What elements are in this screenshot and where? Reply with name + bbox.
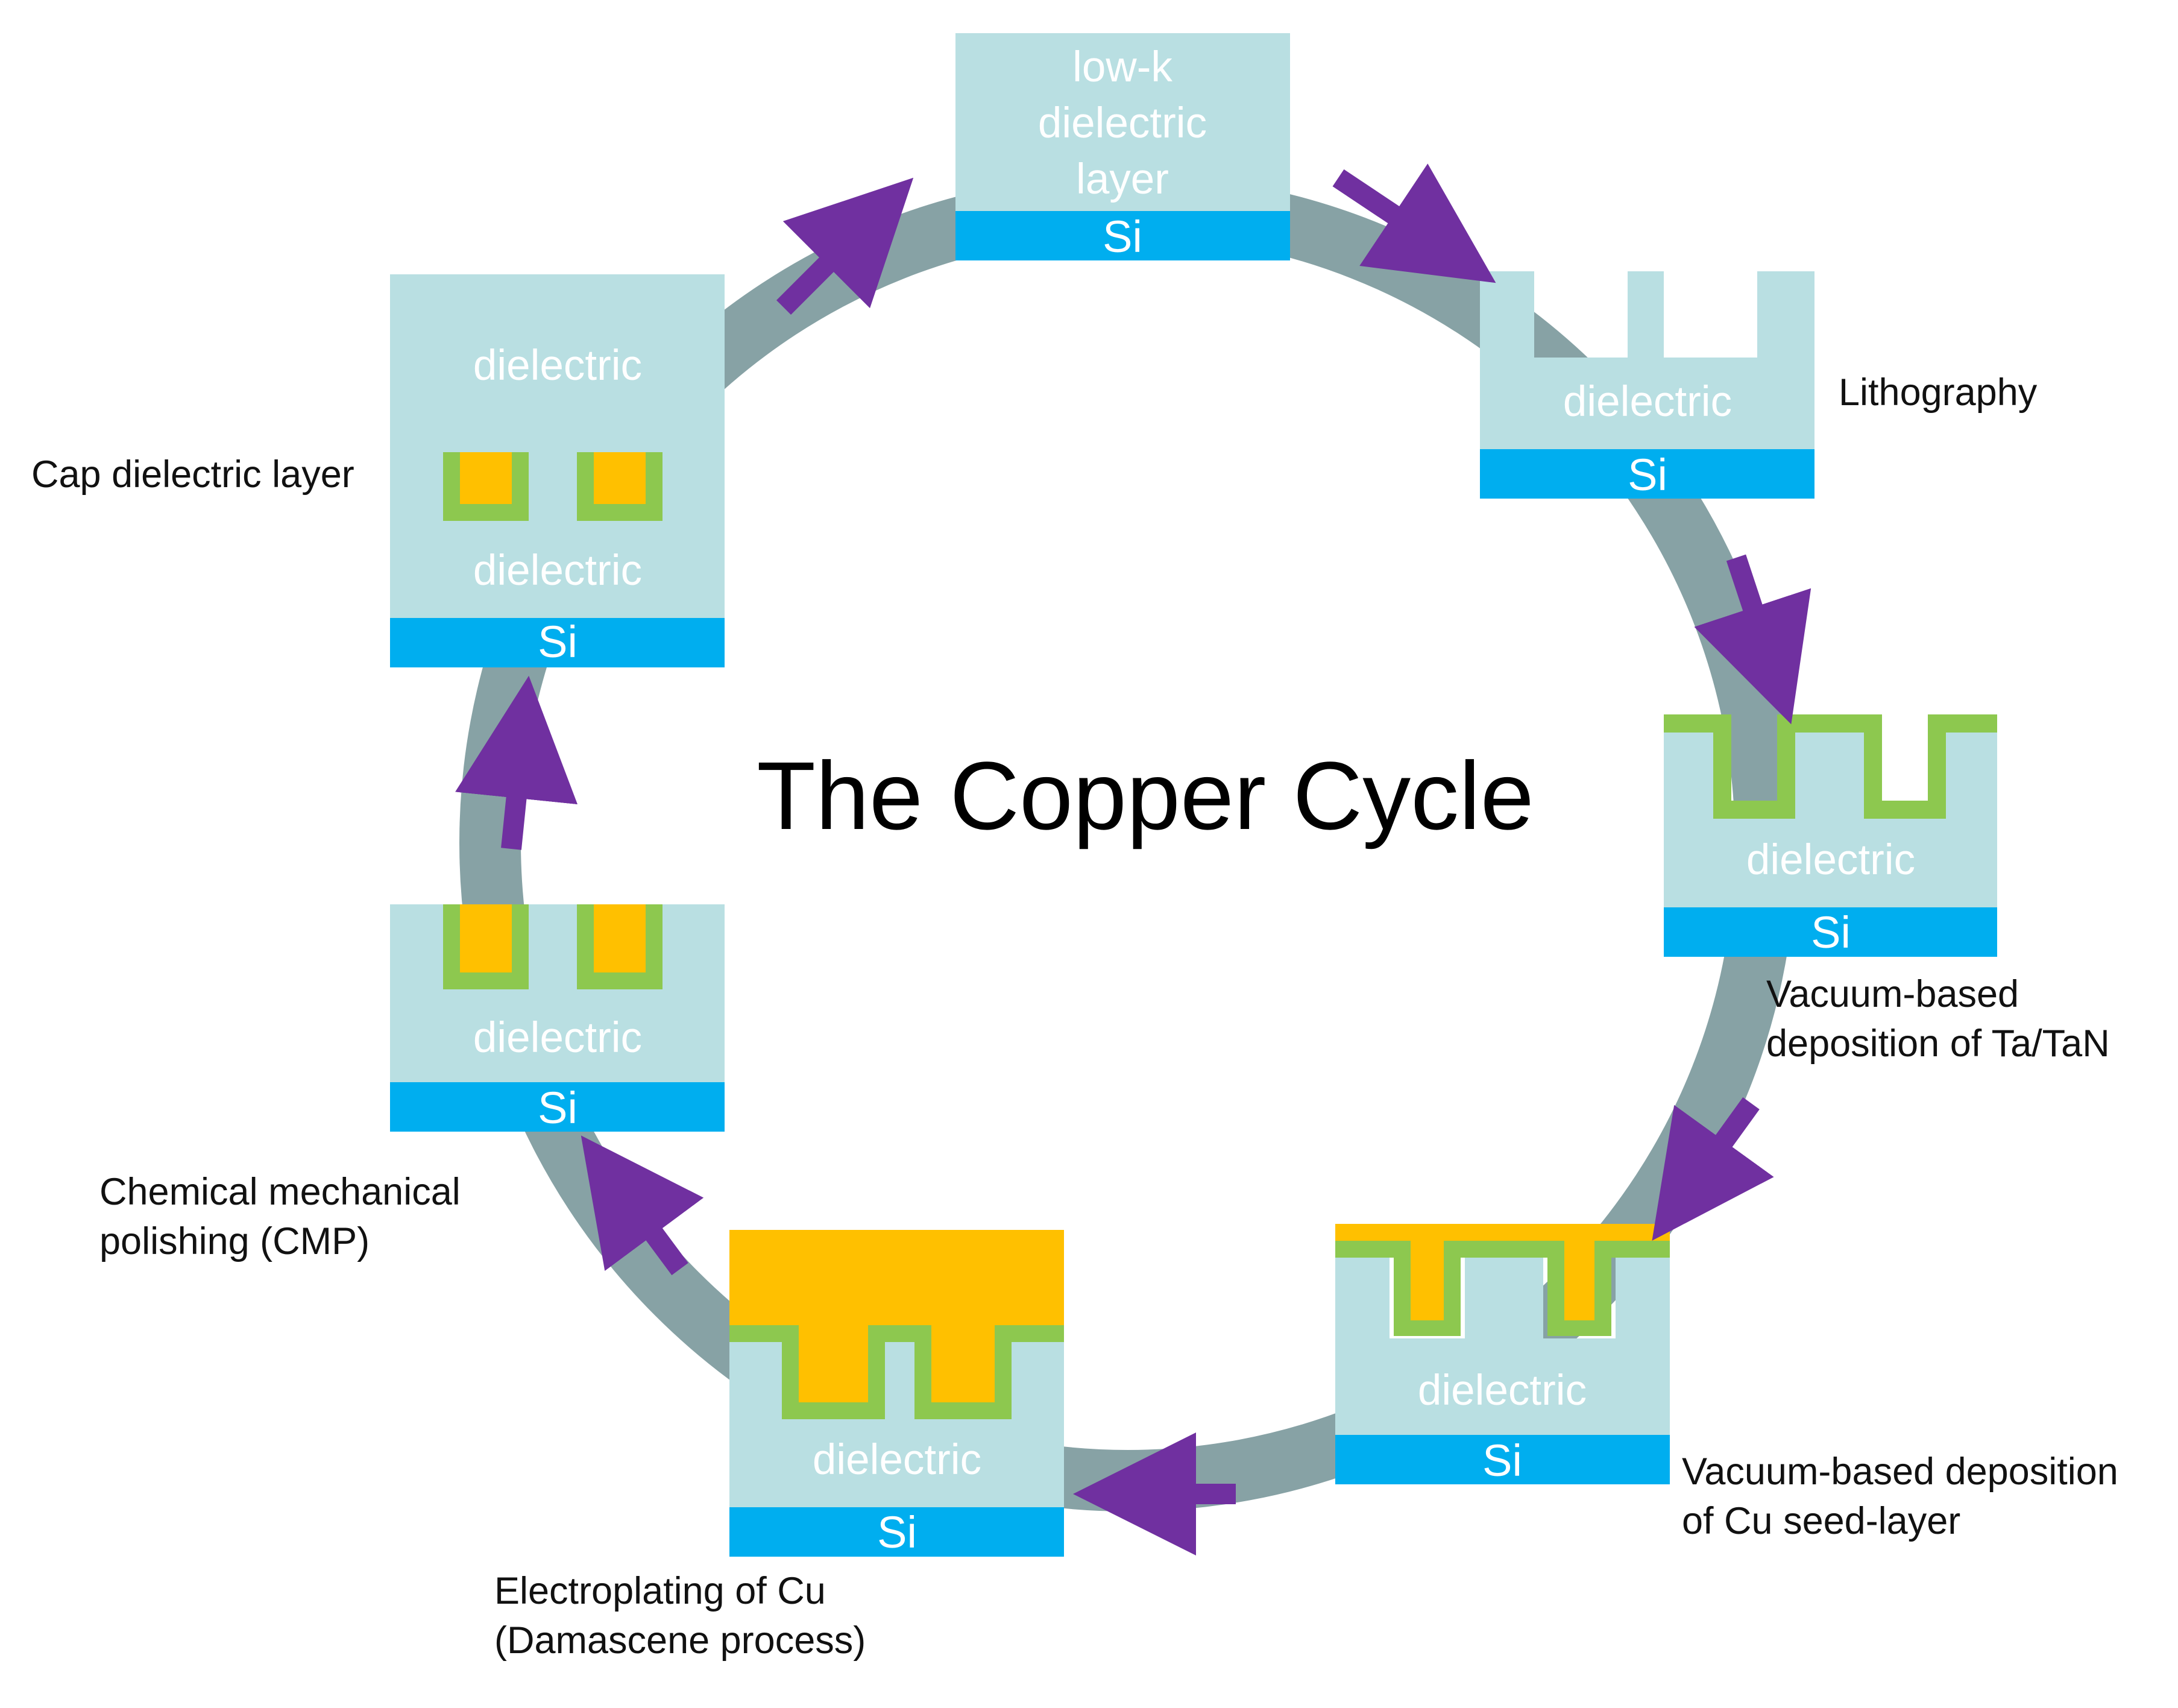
si-substrate [729, 1507, 1064, 1557]
cap-caption: Cap dielectric layer [31, 453, 354, 496]
barrier-liner-tatan [1664, 714, 1997, 819]
si-substrate [390, 1082, 725, 1132]
step-electroplating: dielectric Si Electroplating of Cu (Dama… [494, 1230, 1064, 1662]
step-lowk-dielectric: low-k dielectric layer Si [955, 33, 1290, 262]
si-label: Si [1628, 450, 1667, 500]
electroplating-caption-line1: Electroplating of Cu [494, 1570, 826, 1612]
copper-interconnect [460, 452, 512, 504]
si-substrate [1664, 907, 1997, 957]
seed-caption-line2: of Cu seed-layer [1682, 1500, 1960, 1542]
dielectric-label: dielectric [1746, 836, 1915, 884]
barrier-liner-tatan [729, 1325, 1064, 1419]
si-substrate [955, 211, 1290, 260]
si-label: Si [877, 1507, 917, 1557]
copper-interconnect [460, 904, 512, 972]
cmp-caption-line2: polishing (CMP) [99, 1220, 370, 1262]
patterned-dielectric [1335, 1230, 1670, 1435]
arrow-cmp-to-cap [455, 675, 578, 850]
arrow-lithography-to-tatan [1694, 554, 1811, 725]
si-label: Si [1103, 212, 1142, 262]
step-cu-seed-deposition: dielectric Si Vacuum-based deposition of… [1335, 1224, 2118, 1542]
dielectric-label: dielectric [1418, 1367, 1587, 1414]
lowk-label-line1: low-k [1072, 43, 1172, 91]
barrier-liner-tatan [443, 452, 663, 521]
step-tatan-deposition: dielectric Si Vacuum-based deposition of… [1664, 714, 2110, 1065]
dielectric-label: dielectric [473, 1014, 642, 1062]
patterned-dielectric [1664, 714, 1997, 907]
dielectric-layer [955, 33, 1290, 211]
si-substrate [390, 618, 725, 667]
cycle-arrows [455, 163, 1811, 1555]
dielectric-label-top: dielectric [473, 342, 642, 389]
cap-dielectric-body [390, 274, 725, 618]
dielectric-label: dielectric [813, 1436, 981, 1484]
si-label: Si [538, 617, 578, 667]
si-substrate [1335, 1435, 1670, 1484]
arrow-tatan-to-seed [1652, 1097, 1774, 1241]
copper-fill [729, 1230, 1064, 1411]
lithography-caption: Lithography [1839, 371, 2038, 414]
tatan-caption-line2: deposition of Ta/TaN [1766, 1023, 2110, 1065]
step-cap-dielectric: dielectric dielectric Si Cap dielectric … [31, 274, 725, 667]
arrow-electroplating-to-cmp [581, 1135, 704, 1276]
si-label: Si [1811, 907, 1851, 957]
barrier-liner-tatan [1335, 1241, 1670, 1336]
dielectric-label: dielectric [1563, 378, 1732, 426]
seed-caption-line1: Vacuum-based deposition [1682, 1451, 2118, 1493]
copper-interconnect [594, 452, 646, 504]
arrow-lowk-to-lithography [1332, 163, 1496, 283]
cmp-caption-line1: Chemical mechanical [99, 1171, 461, 1213]
cu-seed-layer [1335, 1224, 1670, 1320]
step-cmp: dielectric Si Chemical mechanical polish… [99, 904, 725, 1262]
lowk-label-line2: dielectric [1038, 99, 1207, 147]
lowk-label-line3: layer [1076, 156, 1169, 203]
si-label: Si [1482, 1435, 1522, 1486]
si-label: Si [538, 1083, 578, 1133]
tatan-caption-line1: Vacuum-based [1766, 973, 2019, 1015]
step-lithography: dielectric Si Lithography [1480, 271, 2038, 500]
patterned-dielectric [1480, 271, 1814, 449]
electroplating-caption-line2: (Damascene process) [494, 1619, 866, 1662]
copper-interconnect [594, 904, 646, 972]
dielectric-label-bottom: dielectric [473, 547, 642, 594]
si-substrate [1480, 449, 1814, 499]
barrier-liner-tatan [443, 904, 663, 989]
diagram-title: The Copper Cycle [757, 742, 1534, 849]
arrow-cap-to-lowk [776, 177, 914, 315]
